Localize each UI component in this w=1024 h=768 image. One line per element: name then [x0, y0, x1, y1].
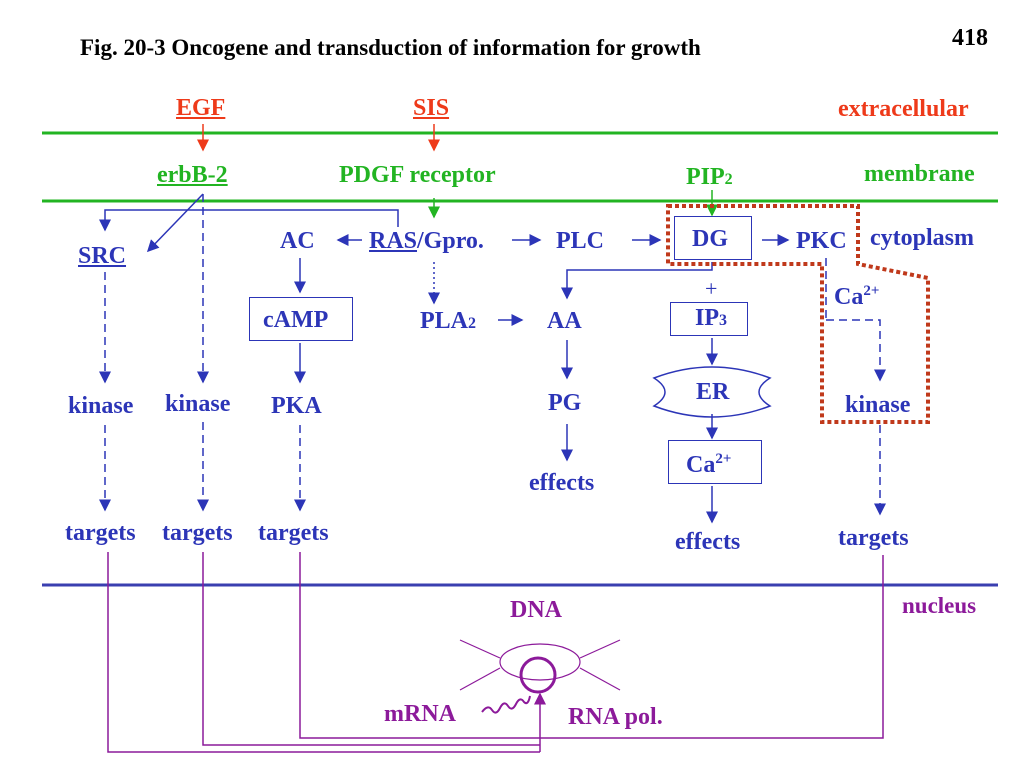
ac-label: AC — [280, 228, 315, 254]
dg-to-aa-connector — [561, 262, 713, 300]
ca-cytoplasm-label: Ca2+ — [834, 283, 880, 310]
targets-label-1: targets — [65, 520, 136, 546]
kinase-label-src: kinase — [68, 393, 134, 419]
targets1-to-nucleus-line — [107, 552, 540, 753]
effects-label-pg: effects — [529, 470, 595, 496]
erbb2-label: erbB-2 — [157, 162, 228, 188]
er-shape — [652, 366, 772, 418]
mrna-label: mRNA — [384, 701, 456, 727]
targets3-to-nucleus-line — [299, 552, 540, 739]
effects-label-ca: effects — [675, 529, 741, 555]
kinase-label-erbb2: kinase — [165, 391, 231, 417]
camp-box — [249, 297, 353, 341]
er-label: ER — [696, 379, 730, 405]
pkc-label: PKC — [796, 228, 847, 254]
rna-pol-label: RNA pol. — [568, 704, 663, 730]
pla2-label: PLA2 — [420, 308, 476, 334]
targets2-to-nucleus-line — [202, 552, 540, 746]
ras-gpro-label: RAS/Gpro. — [369, 228, 484, 254]
ca-er-label: Ca2+ — [686, 451, 732, 478]
ras-to-src-connector — [99, 209, 399, 232]
region-cytoplasm: cytoplasm — [870, 225, 974, 251]
page-number: 418 — [952, 25, 988, 51]
aa-label: AA — [547, 308, 582, 334]
ca-to-kinase-connector — [826, 319, 886, 382]
ip3-label: IP3 — [695, 305, 727, 331]
pg-label: PG — [548, 390, 582, 416]
targets-label-4: targets — [838, 525, 909, 551]
sis-label: SIS — [413, 95, 450, 121]
dna-label: DNA — [510, 597, 562, 623]
dg-label: DG — [692, 226, 728, 252]
mrna-squiggle — [481, 695, 531, 714]
plus-label: + — [705, 276, 718, 301]
erbb2-to-src-arrow — [146, 193, 204, 253]
plc-label: PLC — [556, 228, 604, 254]
ca-box — [668, 440, 762, 484]
region-extracellular: extracellular — [838, 96, 969, 122]
egf-label: EGF — [176, 95, 226, 121]
region-nucleus: nucleus — [902, 593, 977, 618]
camp-label: cAMP — [263, 307, 329, 333]
pka-label: PKA — [271, 393, 322, 419]
dg-box — [674, 216, 752, 260]
rna-polymerase-circle — [519, 656, 557, 694]
pdgf-receptor-label: PDGF receptor — [339, 162, 496, 188]
ip3-box — [670, 302, 748, 336]
figure-title: Fig. 20-3 Oncogene and transduction of i… — [80, 35, 701, 60]
dg-pkc-highlight-outline — [666, 204, 930, 424]
dna-ellipse — [499, 643, 581, 681]
targets4-to-nucleus-line — [540, 555, 884, 739]
pip2-label: PIP2 — [686, 164, 733, 190]
targets-label-3: targets — [258, 520, 329, 546]
src-label: SRC — [78, 243, 127, 269]
kinase-label-ca: kinase — [845, 392, 911, 418]
region-membrane: membrane — [864, 161, 975, 187]
targets-label-2: targets — [162, 520, 233, 546]
